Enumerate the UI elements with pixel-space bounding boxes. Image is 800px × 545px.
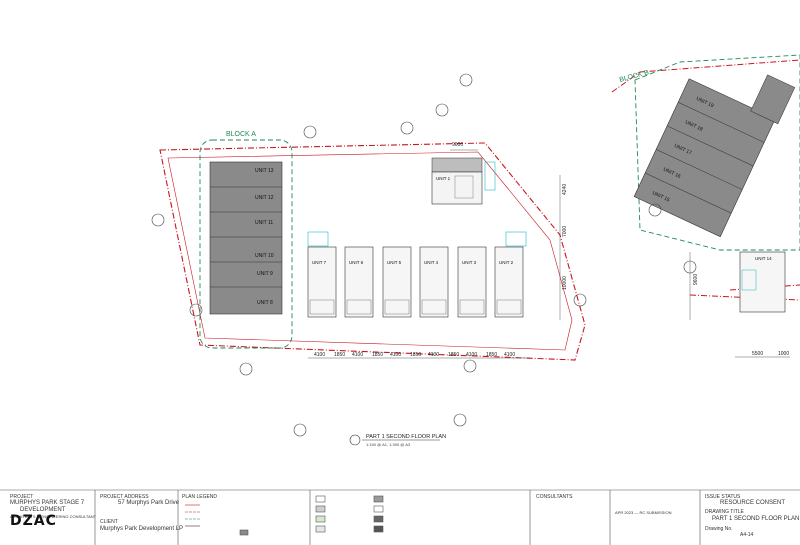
drawing-number: A4-14 [740,532,754,538]
unit-1-plan [431,157,496,205]
dim-bottom: 4100 [428,352,439,358]
dim-bottom: 4100 [352,352,363,358]
unit-14-label: UNIT 14 [755,256,772,261]
block-a-unit-label: UNIT 13 [255,168,274,174]
dim-bottom: 1850 [410,352,421,358]
dim-bottom: 4100 [390,352,401,358]
company-logo: DZAC [10,513,57,529]
block-a-unit-label: UNIT 11 [255,220,273,226]
row-unit-label: UNIT 5 [387,260,402,265]
dim-right-b: 7000 [562,226,568,237]
block-a-unit-label: UNIT 12 [255,195,274,201]
company-tagline: ARCHITECTS & ENGINEERING CONSULTANT [10,514,97,519]
block-b-outline [634,54,800,251]
block-a-outline [199,139,293,349]
client-label: CLIENT [100,519,118,525]
row-unit-label: UNIT 6 [349,260,364,265]
dim-br-b: 1000 [778,351,789,357]
dim-br-a: 5500 [752,351,763,357]
dimension-lines [308,149,790,359]
dim-bottom: 4100 [504,352,515,358]
dim-bottom: 1850 [372,352,383,358]
unit-1-label: UNIT 1 [436,176,451,181]
address-label: PROJECT ADDRESS [100,494,149,500]
plan-scale: 1:150 @ A1, 1:300 @ A3 [366,442,411,447]
project-label: PROJECT [10,494,34,500]
dim-far-right: 9600 [693,274,699,285]
dim-bottom: 4100 [466,352,477,358]
issue-status-label: ISSUE STATUS [705,494,741,500]
title-block-frame [0,489,800,545]
block-b-building-edge [750,74,796,125]
dim-right-c: 10000 [562,276,568,290]
dim-bottom: 1850 [486,352,497,358]
project-name-line-2: DEVELOPMENT [20,507,66,513]
plan-title-marker [349,434,440,446]
dim-bottom: 4100 [314,352,325,358]
drawing-title-label: DRAWING TITLE [705,509,744,515]
block-a-unit-label: UNIT 10 [255,253,274,259]
plan-title: PART 1 SECOND FLOOR PLAN [366,434,446,440]
dim-right-a: 4240 [562,184,568,195]
site-boundary-inner [167,151,573,351]
dim-bottom: 1850 [448,352,459,358]
row-units [307,231,527,318]
row-unit-label: UNIT 7 [312,260,327,265]
plan-legend-label: PLAN LEGEND [182,494,218,500]
block-a-label: BLOCK A [226,131,256,138]
row-unit-label: UNIT 4 [424,260,439,265]
issue-status: RESOURCE CONSENT [720,500,786,506]
consultants-label: CONSULTANTS [536,494,573,500]
unit-14-plan [739,251,786,313]
dim-bottom: 1850 [334,352,345,358]
site-boundary-left [159,142,586,361]
dim-top: 9600 [452,142,463,148]
tree-symbols [151,73,697,437]
block-a-units [209,161,283,315]
client-name: Murphys Park Development LP [100,526,184,532]
block-a-unit-label: UNIT 9 [257,271,273,277]
row-unit-label: UNIT 3 [462,260,477,265]
block-a-unit-label: UNIT 8 [257,300,273,306]
project-name-line-1: MURPHYS PARK STAGE 7 [10,500,85,506]
block-b-label: BLOCK B [619,69,650,84]
project-address: 57 Murphys Park Drive [118,500,180,506]
row-unit-label: UNIT 2 [499,260,514,265]
revision-entry: APR 2023 — RC SUBMISSION [615,510,672,515]
block-b-units [633,78,776,238]
drawing-title: PART 1 SECOND FLOOR PLAN [712,516,800,522]
drawing-no-label: Drawing No. [705,526,733,532]
